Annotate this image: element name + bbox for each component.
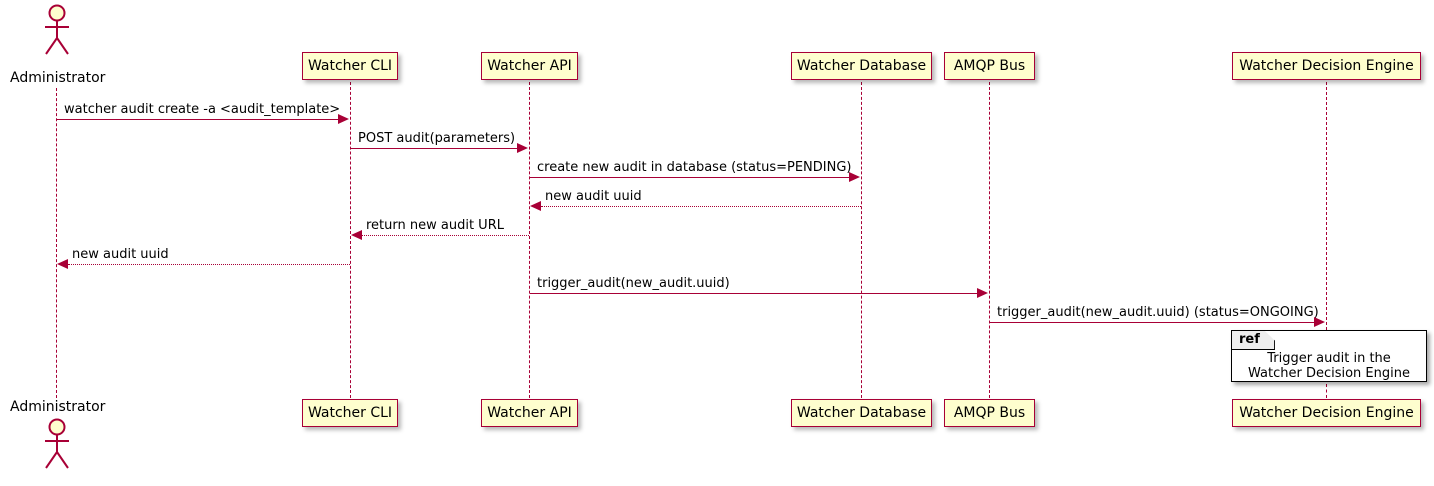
participant-box-watcher-cli-top[interactable]: Watcher CLI bbox=[302, 52, 398, 80]
message-label-post-audit: POST audit(parameters) bbox=[358, 131, 516, 146]
message-line-new-audit-uuid-cli bbox=[68, 264, 350, 265]
message-line-trigger-audit bbox=[530, 293, 978, 294]
participant-box-amqp-bus-bottom[interactable]: AMQP Bus bbox=[944, 399, 1035, 427]
message-label-return-new-audit-url: return new audit URL bbox=[366, 218, 504, 233]
message-line-new-audit-uuid-db bbox=[541, 206, 861, 207]
message-label-trigger-audit: trigger_audit(new_audit.uuid) bbox=[537, 276, 730, 291]
participant-box-watcher-api-bottom[interactable]: Watcher API bbox=[481, 399, 578, 427]
participant-box-watcher-decision-engine-top[interactable]: Watcher Decision Engine bbox=[1232, 52, 1421, 80]
ref-fragment[interactable]: ref Trigger audit in the Watcher Decisio… bbox=[1231, 330, 1427, 382]
lifeline-watcher-cli bbox=[350, 82, 351, 398]
message-line-post-audit bbox=[351, 148, 518, 149]
arrowhead-new-audit-uuid-db bbox=[530, 201, 541, 211]
participant-box-watcher-decision-engine-bottom[interactable]: Watcher Decision Engine bbox=[1232, 399, 1421, 427]
arrowhead-watcher-audit-create bbox=[338, 114, 349, 124]
participant-box-watcher-api-top[interactable]: Watcher API bbox=[481, 52, 578, 80]
lifeline-watcher-api bbox=[529, 82, 530, 398]
participant-box-amqp-bus-top[interactable]: AMQP Bus bbox=[944, 52, 1035, 80]
lifeline-watcher-decision-engine-lower bbox=[1326, 384, 1327, 398]
participant-box-watcher-database-bottom[interactable]: Watcher Database bbox=[791, 399, 932, 427]
message-line-watcher-audit-create bbox=[57, 119, 339, 120]
arrowhead-trigger-audit-ongoing bbox=[1314, 317, 1325, 327]
participant-box-watcher-database-top[interactable]: Watcher Database bbox=[791, 52, 932, 80]
ref-fragment-line2: Watcher Decision Engine bbox=[1248, 366, 1410, 381]
arrowhead-trigger-audit bbox=[977, 288, 988, 298]
lifeline-watcher-decision-engine bbox=[1326, 82, 1327, 330]
avatar-administrator-bottom bbox=[37, 418, 77, 470]
arrowhead-create-new-audit bbox=[849, 172, 860, 182]
message-label-watcher-audit-create: watcher audit create -a <audit_template> bbox=[64, 102, 341, 117]
message-label-trigger-audit-ongoing: trigger_audit(new_audit.uuid) (status=ON… bbox=[997, 305, 1319, 320]
message-line-create-new-audit bbox=[530, 177, 850, 178]
message-label-new-audit-uuid-db: new audit uuid bbox=[545, 189, 642, 204]
lifeline-administrator bbox=[56, 88, 57, 398]
lifeline-watcher-database bbox=[861, 82, 862, 398]
actor-label-top: Administrator bbox=[10, 70, 106, 86]
arrowhead-post-audit bbox=[517, 143, 528, 153]
message-label-create-new-audit: create new audit in database (status=PEN… bbox=[537, 160, 852, 175]
ref-fragment-line1: Trigger audit in the bbox=[1267, 351, 1391, 366]
avatar-administrator-top bbox=[37, 4, 77, 56]
actor-label-bottom: Administrator bbox=[10, 399, 106, 415]
message-label-new-audit-uuid-cli: new audit uuid bbox=[72, 247, 169, 262]
arrowhead-new-audit-uuid-cli bbox=[57, 259, 68, 269]
ref-fragment-keyword: ref bbox=[1232, 331, 1275, 350]
message-line-return-new-audit-url bbox=[362, 235, 529, 236]
message-line-trigger-audit-ongoing bbox=[990, 322, 1315, 323]
participant-box-watcher-cli-bottom[interactable]: Watcher CLI bbox=[302, 399, 398, 427]
lifeline-amqp-bus bbox=[989, 82, 990, 398]
arrowhead-return-new-audit-url bbox=[351, 230, 362, 240]
